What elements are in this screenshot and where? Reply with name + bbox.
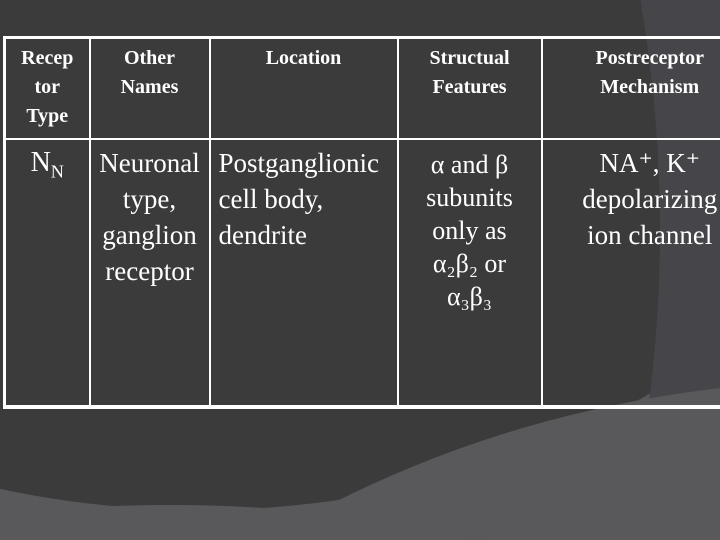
receptor-symbol-subscript: N: [50, 161, 64, 182]
header-structural-features: Structual Features: [396, 36, 543, 140]
table-header-row: Recep tor Type Other Names Location Stru…: [3, 36, 720, 140]
cell-receptor-type: NN: [3, 137, 91, 409]
header-receptor-type: Recep tor Type: [3, 36, 91, 140]
receptor-symbol: N: [30, 146, 51, 178]
header-other-names: Other Names: [88, 36, 211, 140]
receptor-table: Recep tor Type Other Names Location Stru…: [3, 36, 720, 409]
cell-other-names: Neuronal type, ganglion receptor: [88, 137, 211, 409]
table-data-row: NN Neuronal type, ganglion receptor Post…: [3, 137, 720, 409]
cell-structural-features: α and β subunits only as α₂β₂ or α₃β₃: [396, 137, 543, 409]
header-postreceptor-mechanism: Postreceptor Mechanism: [540, 36, 720, 140]
header-location: Location: [208, 36, 399, 140]
cell-postreceptor-mechanism: NA⁺, K⁺ depolarizing ion channel: [540, 137, 720, 409]
cell-location: Postganglionic cell body, dendrite: [208, 137, 399, 409]
